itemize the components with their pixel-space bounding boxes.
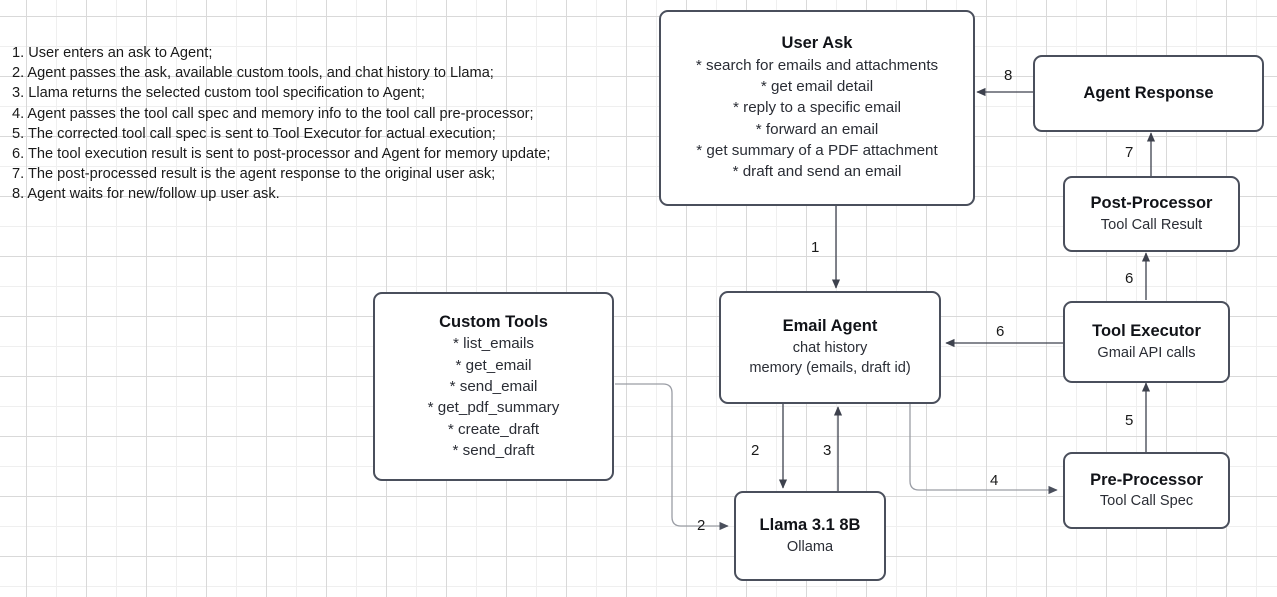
legend-step-5: 5. The corrected tool call spec is sent … bbox=[12, 125, 496, 142]
node-custom-tools-line-3: * send_email bbox=[449, 377, 538, 395]
node-pre-processor-subtitle: Tool Call Spec bbox=[1099, 493, 1194, 509]
node-post-processor-subtitle: Tool Call Result bbox=[1100, 216, 1203, 233]
node-user-ask[interactable]: User Ask * search for emails and attachm… bbox=[659, 10, 975, 206]
edge-label-5: 5 bbox=[1125, 412, 1134, 429]
node-agent-response[interactable]: Agent Response bbox=[1033, 55, 1264, 132]
node-agent-response-title: Agent Response bbox=[1083, 83, 1214, 102]
edge-label-8: 8 bbox=[1004, 67, 1013, 84]
node-email-agent-title: Email Agent bbox=[782, 317, 878, 336]
node-custom-tools[interactable]: Custom Tools * list_emails * get_email *… bbox=[373, 292, 614, 481]
node-tool-executor-subtitle: Gmail API calls bbox=[1097, 344, 1196, 361]
legend-step-3: 3. Llama returns the selected custom too… bbox=[12, 85, 425, 102]
edge-email-agent-to-pre-processor bbox=[909, 404, 1058, 495]
node-custom-tools-title: Custom Tools bbox=[439, 312, 548, 331]
node-custom-tools-line-6: * send_draft bbox=[452, 441, 535, 459]
node-custom-tools-line-2: * get_email bbox=[455, 356, 532, 374]
node-user-ask-title: User Ask bbox=[781, 34, 853, 53]
node-llama-title: Llama 3.1 8B bbox=[759, 516, 861, 534]
node-post-processor[interactable]: Post-Processor Tool Call Result bbox=[1063, 176, 1240, 252]
node-user-ask-line-5: * get summary of a PDF attachment bbox=[696, 142, 938, 160]
node-custom-tools-line-1: * list_emails bbox=[452, 335, 535, 353]
node-tool-executor-title: Tool Executor bbox=[1092, 322, 1201, 340]
edge-label-2-tools: 2 bbox=[697, 517, 706, 534]
node-pre-processor[interactable]: Pre-Processor Tool Call Spec bbox=[1063, 452, 1230, 529]
edge-label-3: 3 bbox=[823, 442, 832, 459]
node-pre-processor-title: Pre-Processor bbox=[1090, 470, 1203, 489]
edge-custom-tools-to-llama bbox=[615, 383, 729, 531]
node-user-ask-line-1: * search for emails and attachments bbox=[695, 56, 939, 74]
node-tool-executor[interactable]: Tool Executor Gmail API calls bbox=[1063, 301, 1230, 383]
node-llama-subtitle: Ollama bbox=[786, 538, 834, 555]
edge-label-2-agent: 2 bbox=[751, 442, 760, 459]
legend-step-1: 1. User enters an ask to Agent; bbox=[12, 45, 213, 61]
legend-step-6: 6. The tool execution result is sent to … bbox=[12, 146, 551, 163]
node-custom-tools-line-5: * create_draft bbox=[447, 420, 540, 438]
edge-label-6-post: 6 bbox=[1125, 270, 1134, 287]
edge-label-7: 7 bbox=[1125, 144, 1134, 161]
edge-label-6-agent: 6 bbox=[996, 323, 1005, 340]
node-user-ask-line-6: * draft and send an email bbox=[732, 163, 902, 181]
legend-step-4: 4. Agent passes the tool call spec and m… bbox=[12, 105, 534, 122]
node-email-agent-line-2: memory (emails, draft id) bbox=[749, 360, 911, 377]
node-llama[interactable]: Llama 3.1 8B Ollama bbox=[734, 491, 886, 581]
node-email-agent-line-1: chat history bbox=[792, 339, 868, 356]
node-custom-tools-line-4: * get_pdf_summary bbox=[427, 399, 560, 417]
legend-step-7: 7. The post-processed result is the agen… bbox=[12, 166, 496, 183]
node-post-processor-title: Post-Processor bbox=[1090, 194, 1213, 212]
node-user-ask-line-3: * reply to a specific email bbox=[733, 99, 901, 117]
process-steps-legend: 1. User enters an ask to Agent; 2. Agent… bbox=[12, 43, 550, 205]
legend-step-8: 8. Agent waits for new/follow up user as… bbox=[12, 186, 280, 203]
edge-label-1: 1 bbox=[811, 239, 820, 256]
edge-label-4: 4 bbox=[990, 472, 999, 489]
node-email-agent[interactable]: Email Agent chat history memory (emails,… bbox=[719, 291, 941, 404]
legend-step-2: 2. Agent passes the ask, available custo… bbox=[12, 65, 494, 82]
node-user-ask-line-2: * get email detail bbox=[760, 78, 874, 96]
node-user-ask-line-4: * forward an email bbox=[755, 120, 879, 138]
